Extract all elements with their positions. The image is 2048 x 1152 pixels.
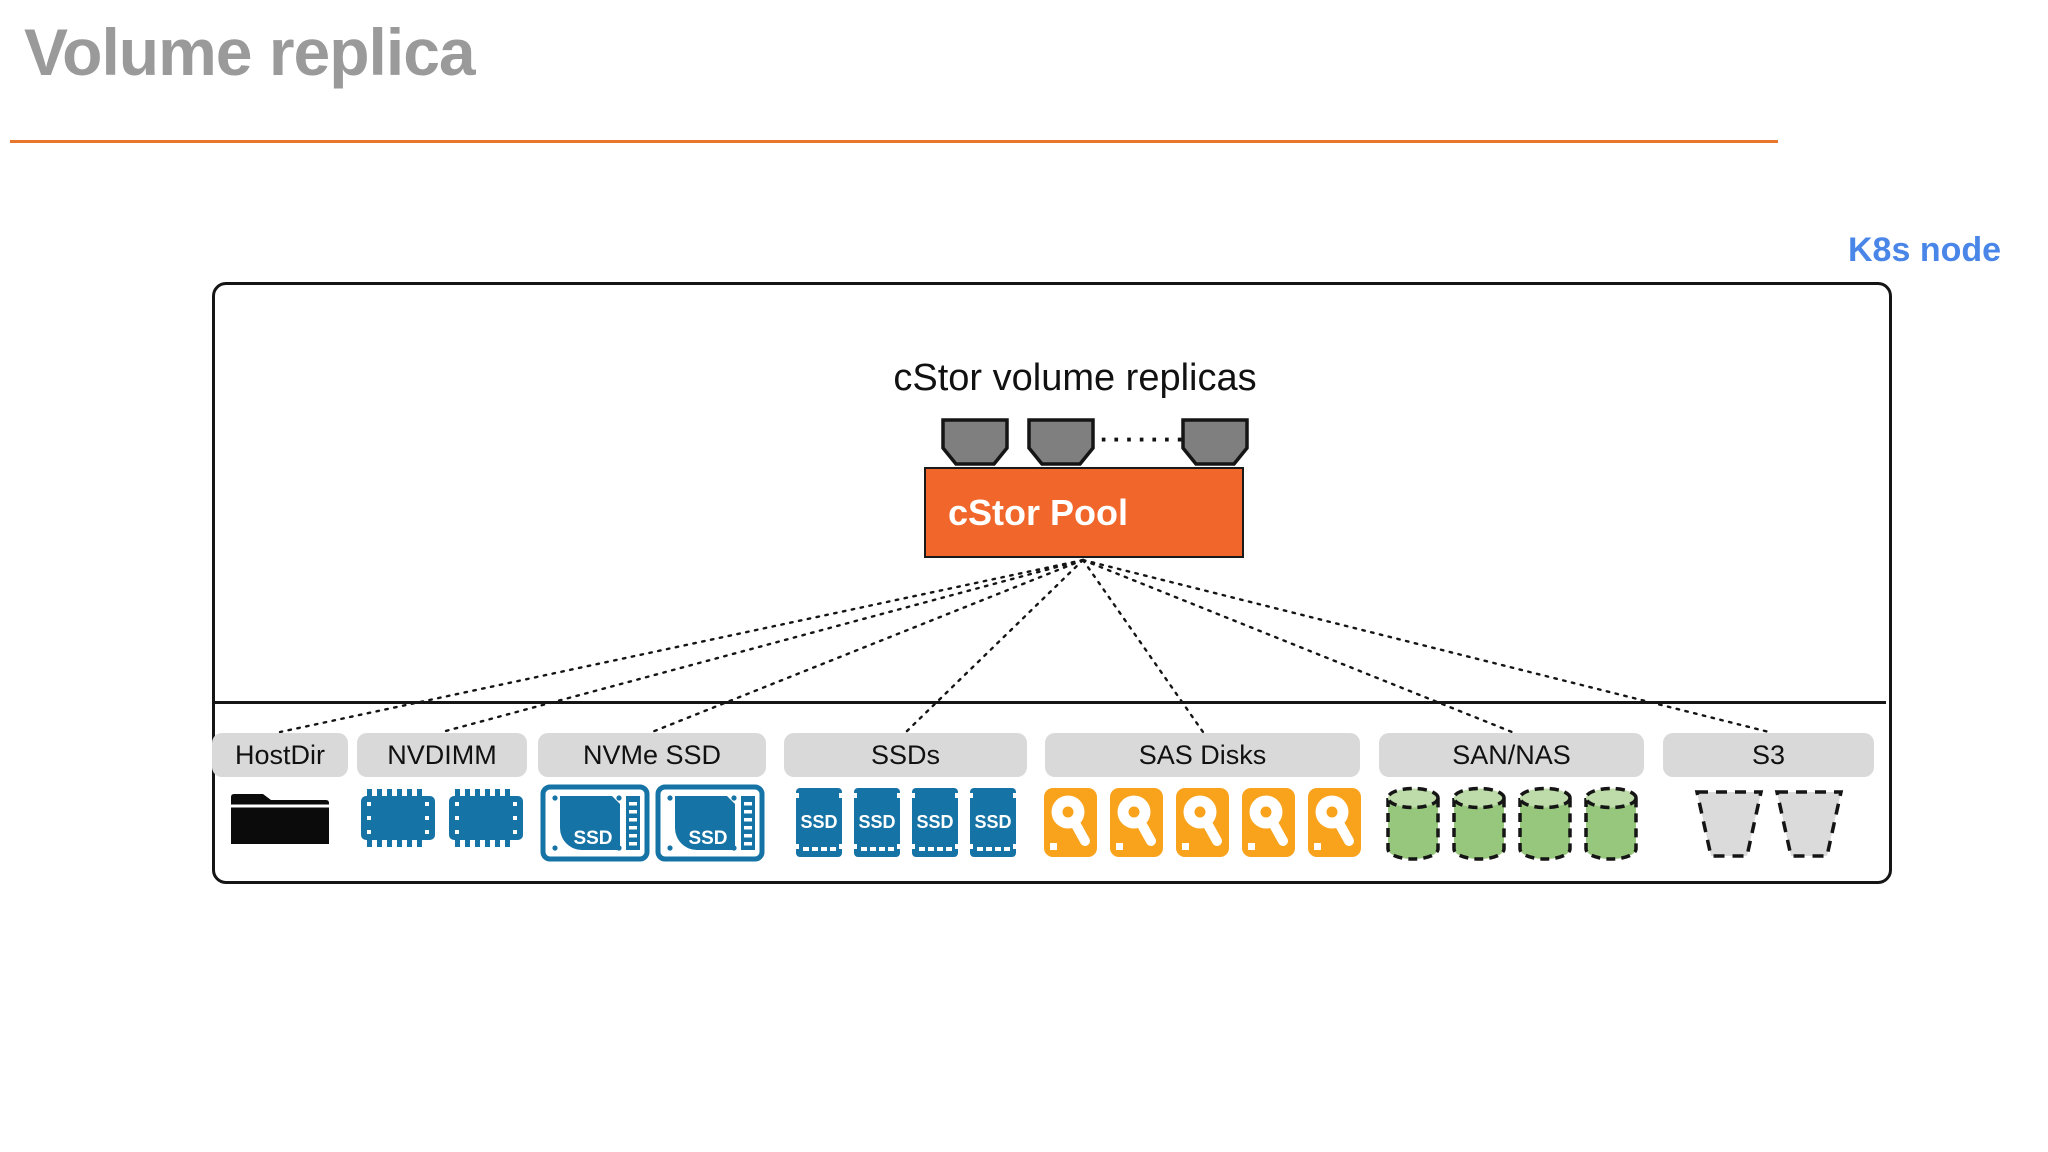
nvme-ssd-icon: [540, 784, 650, 862]
storage-label: SAS Disks: [1045, 733, 1360, 777]
storage-group-san-nas: SAN/NAS: [1379, 733, 1644, 863]
storage-cylinder-icon: [1384, 785, 1442, 863]
storage-cylinder-icon: [1516, 785, 1574, 863]
hard-disk-icon: [1174, 786, 1231, 859]
replica-ellipsis: ·······: [1100, 424, 1189, 454]
storage-label: SSDs: [784, 733, 1027, 777]
cstor-pool-box: cStor Pool: [924, 467, 1244, 558]
volume-replica-shape: [1181, 418, 1249, 466]
s3-bucket-icon: [1772, 788, 1846, 860]
ssd-card-icon: [794, 786, 844, 859]
ssd-card-icon: [852, 786, 902, 859]
storage-group-nvdimm: NVDIMM: [357, 733, 527, 847]
storage-label: S3: [1663, 733, 1874, 777]
memory-chip-icon: [446, 789, 526, 847]
nvme-ssd-icon: [655, 784, 765, 862]
k8s-node-label: K8s node: [1848, 231, 2002, 269]
storage-group-ssds: SSDs: [784, 733, 1027, 859]
s3-bucket-icon: [1692, 788, 1766, 860]
storage-cylinder-icon: [1450, 785, 1508, 863]
ssd-card-icon: [968, 786, 1018, 859]
storage-label: NVDIMM: [357, 733, 527, 777]
ssd-card-icon: [910, 786, 960, 859]
storage-label: HostDir: [212, 733, 348, 777]
page-title: Volume replica: [24, 15, 476, 89]
hard-disk-icon: [1042, 786, 1099, 859]
storage-cylinder-icon: [1582, 785, 1640, 863]
storage-group-s3: S3: [1663, 733, 1874, 860]
storage-group-nvme-ssd: NVMe SSD: [538, 733, 766, 862]
storage-group-sas-disks: SAS Disks: [1045, 733, 1360, 859]
storage-label: SAN/NAS: [1379, 733, 1644, 777]
hard-disk-icon: [1306, 786, 1363, 859]
storage-separator-line: [212, 701, 1886, 704]
replicas-title: cStor volume replicas: [893, 357, 1257, 399]
volume-replica-shape: [1027, 418, 1095, 466]
title-underline: [10, 140, 1778, 143]
hard-disk-icon: [1108, 786, 1165, 859]
hard-disk-icon: [1240, 786, 1297, 859]
volume-replica-shape: [941, 418, 1009, 466]
storage-group-hostdir: HostDir: [212, 733, 348, 847]
cstor-pool-label: cStor Pool: [948, 491, 1129, 533]
folder-icon: [228, 785, 332, 847]
storage-label: NVMe SSD: [538, 733, 766, 777]
memory-chip-icon: [358, 789, 438, 847]
